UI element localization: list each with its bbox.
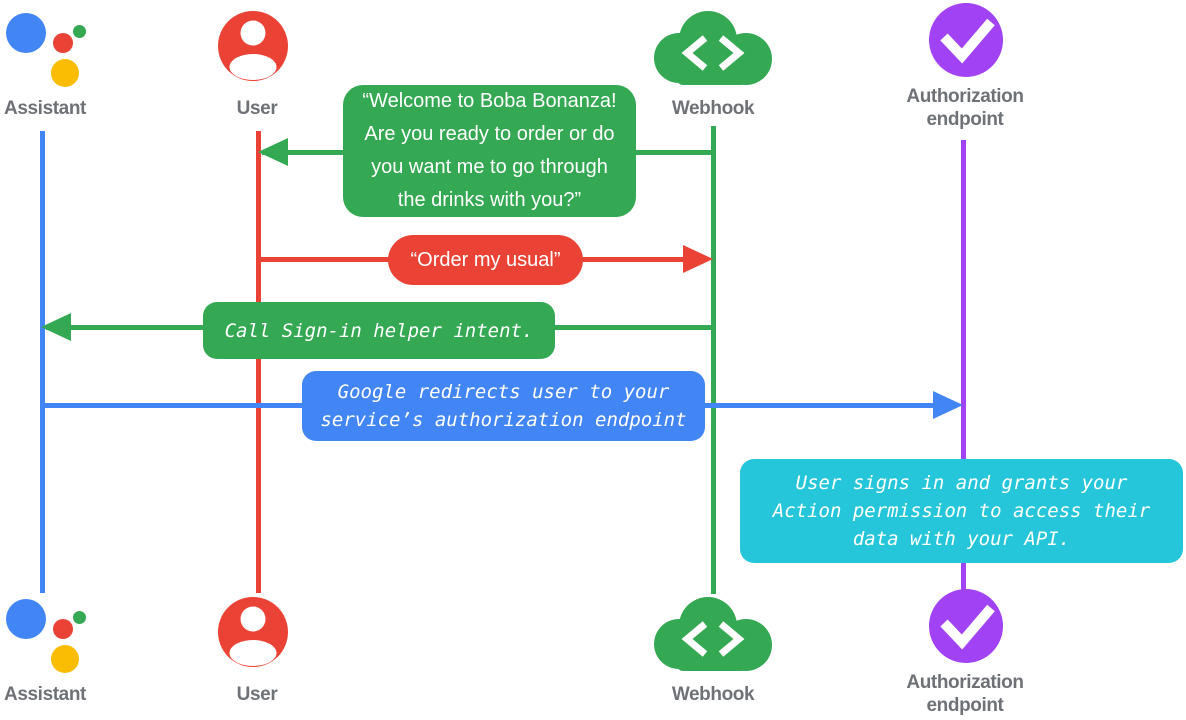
user-person-icon xyxy=(218,11,288,81)
signin-grant-note-box: User signs in and grants your Action per… xyxy=(740,459,1183,563)
assistant-blue-circle xyxy=(6,13,46,53)
assistant-blue-circle xyxy=(6,599,46,639)
authorization-endpoint-label: Authorization endpoint xyxy=(906,672,1024,716)
user-label: User xyxy=(236,98,278,119)
webhook-cloud-code-icon xyxy=(654,11,772,85)
authorization-checkmark-icon xyxy=(929,3,1003,77)
google-assistant-logo-icon xyxy=(0,586,100,681)
arrowhead-right-icon xyxy=(683,245,713,273)
assistant-lifeline xyxy=(40,131,45,593)
assistant-label: Assistant xyxy=(4,98,86,119)
redirect-instruction-box: Google redirects user to your service’s … xyxy=(302,371,705,441)
user-person-icon xyxy=(218,597,288,667)
authorization-endpoint-lifeline xyxy=(961,140,966,590)
webhook-lifeline xyxy=(711,126,716,594)
assistant-green-dot xyxy=(73,611,86,624)
assistant-green-dot xyxy=(73,25,86,38)
authorization-endpoint-label: Authorization endpoint xyxy=(906,86,1024,130)
assistant-red-circle xyxy=(53,619,73,639)
user-lifeline xyxy=(256,131,261,593)
assistant-yellow-circle xyxy=(51,59,79,87)
arrowhead-left-icon xyxy=(258,138,288,166)
signin-instruction-box: Call Sign-in helper intent. xyxy=(203,302,555,359)
assistant-label: Assistant xyxy=(4,684,86,705)
authorization-checkmark-icon xyxy=(929,589,1003,663)
arrowhead-left-icon xyxy=(41,313,71,341)
webhook-label: Webhook xyxy=(671,98,755,119)
arrowhead-right-icon xyxy=(933,391,963,419)
order-speech-bubble: “Order my usual” xyxy=(388,235,583,285)
webhook-cloud-code-icon xyxy=(654,597,772,671)
google-assistant-logo-icon xyxy=(0,0,100,95)
assistant-red-circle xyxy=(53,33,73,53)
welcome-speech-bubble: “Welcome to Boba Bonanza! Are you ready … xyxy=(343,85,636,217)
assistant-yellow-circle xyxy=(51,645,79,673)
webhook-label: Webhook xyxy=(671,684,755,705)
user-label: User xyxy=(236,684,278,705)
